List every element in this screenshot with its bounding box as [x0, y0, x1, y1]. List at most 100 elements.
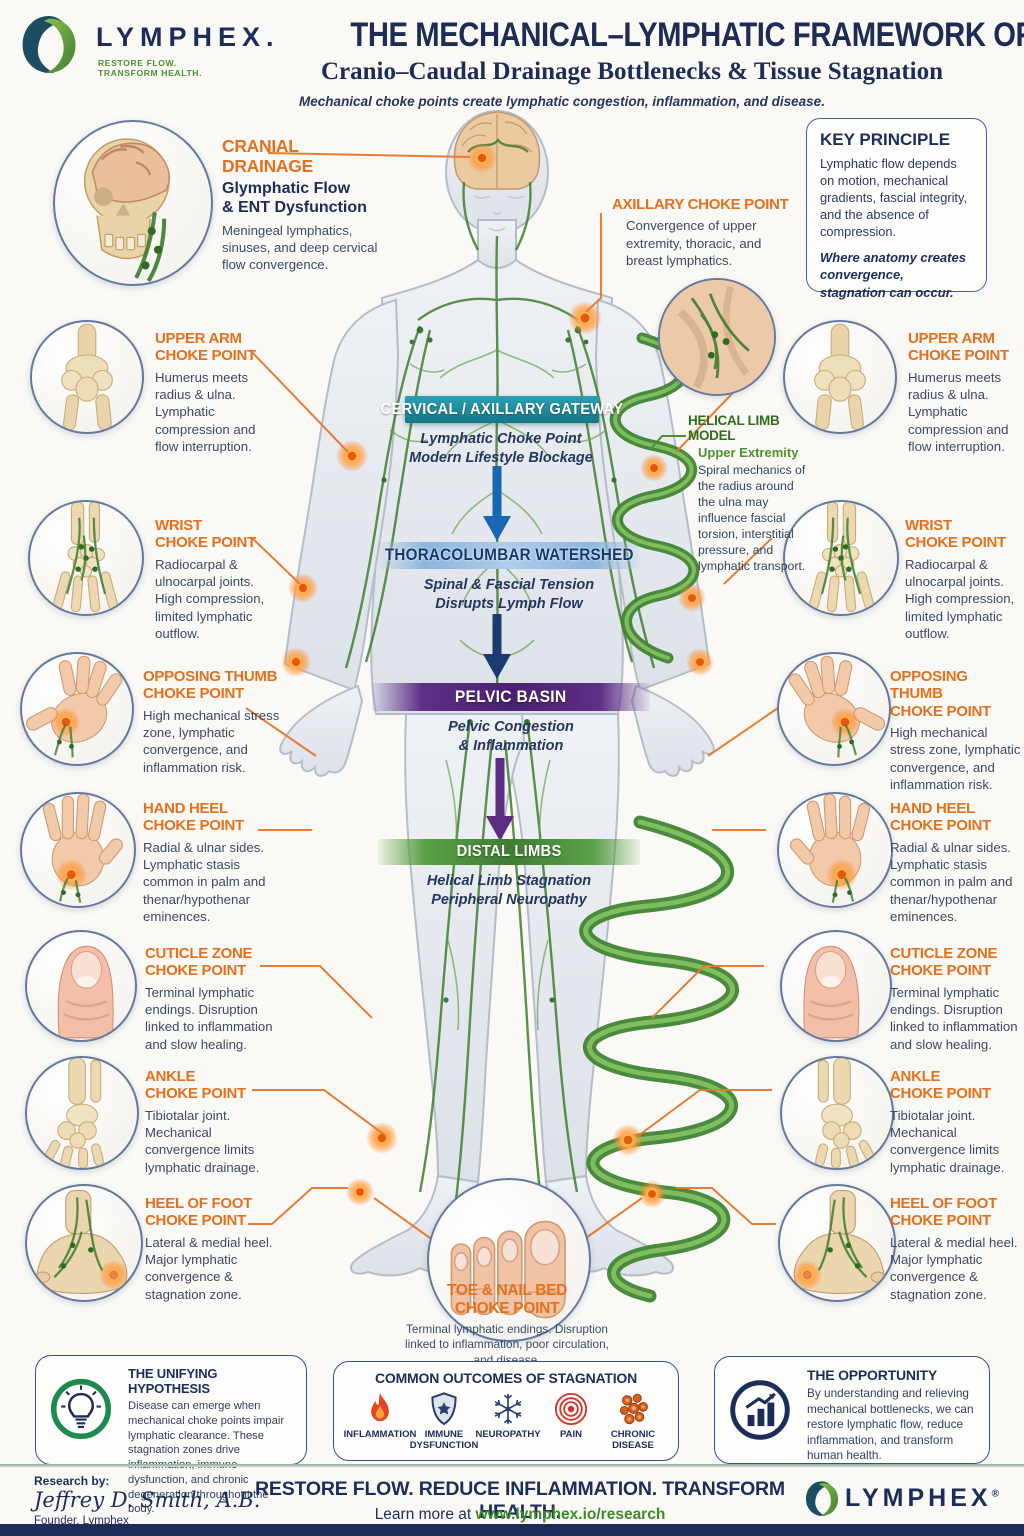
flow-arrow-2	[483, 614, 511, 679]
callout-hand-heel-right: HAND HEEL CHOKE POINT Radial & ulnar sid…	[890, 800, 1024, 926]
upper-arm-thumbnail-left	[30, 320, 144, 434]
banner-label: THORACOLUMBAR WATERSHED	[384, 546, 634, 564]
ankle-thumbnail-right	[780, 1056, 894, 1170]
callout-title: HEEL OF FOOT CHOKE POINT	[145, 1195, 252, 1230]
callout-title: TOE & NAIL BED CHOKE POINT	[446, 1282, 568, 1317]
callout-heel-left: HEEL OF FOOT CHOKE POINT Lateral & media…	[145, 1195, 285, 1303]
callout-wrist-left: WRIST CHOKE POINT Radiocarpal & ulnocarp…	[155, 517, 277, 643]
toe-thumbnail	[427, 1178, 591, 1342]
ankle-bones-icon	[782, 1058, 892, 1168]
outcome-neuropathy: NEUROPATHY	[475, 1391, 541, 1452]
flow-arrow-1	[483, 466, 511, 541]
callout-body: Radiocarpal & ulnocarpal joints. High co…	[155, 556, 265, 642]
armpit-lymph-icon	[660, 280, 774, 394]
callout-title: WRIST CHOKE POINT	[905, 517, 1006, 552]
banner-pelvic-basin: PELVIC BASIN	[372, 683, 650, 711]
heel-foot-icon	[780, 1186, 894, 1300]
flow-arrow-3	[486, 758, 514, 841]
callout-body: Convergence of upper extremity, thoracic…	[626, 218, 762, 269]
thumb-hand-icon	[22, 654, 132, 764]
callout-ankle-left: ANKLE CHOKE POINT Tibiotalar joint. Mech…	[145, 1068, 273, 1176]
thumb-hand-icon	[779, 654, 889, 764]
leader-lines	[245, 152, 779, 1239]
callout-body: High mechanical stress zone, lymphatic c…	[143, 707, 280, 775]
banner-distal-subtext: Helical Limb Stagnation Peripheral Neuro…	[426, 873, 592, 909]
callout-title: ANKLE CHOKE POINT	[145, 1068, 246, 1103]
banner-distal-limbs: DISTAL LIMBS	[378, 839, 640, 865]
callout-thumb-left: OPPOSING THUMB CHOKE POINT High mechanic…	[143, 668, 281, 776]
callout-body: Radiocarpal & ulnocarpal joints. High co…	[905, 556, 1015, 642]
callout-title: OPPOSING THUMB CHOKE POINT	[143, 668, 278, 703]
callout-body: Tibiotalar joint. Mechanical convergence…	[145, 1107, 260, 1175]
wrist-thumbnail-right	[783, 500, 899, 616]
callout-title: UPPER ARM CHOKE POINT	[908, 330, 1009, 365]
wrist-bones-icon	[30, 502, 142, 614]
callout-body: Humerus meets radius & ulna. Lymphatic c…	[155, 369, 256, 455]
callout-heel-right: HEEL OF FOOT CHOKE POINT Lateral & media…	[890, 1195, 1024, 1303]
page-title: THE MECHANICAL–LYMPHATIC FRAMEWORK OF HU…	[350, 16, 1024, 54]
callout-body: Radial & ulnar sides. Lymphatic stasis c…	[143, 839, 266, 925]
outcome-immune-dysfunction: IMMUNE DYSFUNCTION	[410, 1391, 478, 1452]
outcomes-title: COMMON OUTCOMES OF STAGNATION	[375, 1370, 637, 1386]
key-principle-emphasis: Where anatomy creates convergence, stagn…	[820, 250, 966, 300]
lymphex-logo-icon	[806, 1481, 839, 1517]
upper-arm-thumbnail-right	[783, 320, 897, 434]
callout-body: Terminal lymphatic endings. Disruption l…	[145, 984, 273, 1052]
hand-heel-thumbnail-left	[20, 792, 136, 908]
banner-cervical-subtext: Lymphatic Choke Point Modern Lifestyle B…	[409, 431, 593, 467]
callout-body: Lateral & medial heel. Major lymphatic c…	[890, 1234, 1018, 1302]
callout-hand-heel-left: HAND HEEL CHOKE POINT Radial & ulnar sid…	[143, 800, 287, 926]
callout-thumb-right: OPPOSING THUMB CHOKE POINT High mechanic…	[890, 668, 1024, 793]
hypothesis-body: Disease can emerge when mechanical choke…	[128, 1400, 285, 1516]
lymphex-logo-icon	[22, 15, 76, 74]
research-link[interactable]: www.lymphex.io/research	[475, 1506, 666, 1523]
opportunity-title: THE OPPORTUNITY	[807, 1367, 938, 1383]
banner-cervical-axillary-gateway: CERVICAL / AXILLARY GATEWAY	[381, 396, 623, 423]
opportunity-box: THE OPPORTUNITY By understanding and rel…	[714, 1356, 990, 1464]
callout-upper-arm-left: UPPER ARM CHOKE POINT Humerus meets radi…	[155, 330, 267, 456]
callout-helical: HELICAL LIMB MODEL Upper Extremity Spira…	[688, 413, 813, 575]
callout-title: ANKLE CHOKE POINT	[890, 1068, 991, 1103]
banner-label: PELVIC BASIN	[455, 687, 567, 706]
callout-title: WRIST CHOKE POINT	[155, 517, 256, 552]
page-subtitle: Cranio–Caudal Drainage Bottlenecks & Tis…	[320, 58, 944, 85]
key-principle-title: KEY PRINCIPLE	[820, 130, 951, 149]
callout-title: HEEL OF FOOT CHOKE POINT	[890, 1195, 997, 1230]
page-tagline: Mechanical choke points create lymphatic…	[299, 94, 825, 109]
callout-body: Radial & ulnar sides. Lymphatic stasis c…	[890, 839, 1013, 925]
key-principle-body: Lymphatic flow depends on motion, mechan…	[820, 156, 967, 240]
callout-toe: TOE & NAIL BED CHOKE POINT Terminal lymp…	[397, 1282, 617, 1368]
heel-thumbnail-right	[778, 1184, 896, 1302]
footer-brand: LYMPHEX®	[845, 1484, 1003, 1512]
cuticle-thumbnail-left	[25, 930, 137, 1042]
researcher-name: Jeffrey D. Smith, A.B.	[34, 1488, 261, 1512]
callout-body: Meningeal lymphatics, sinuses, and deep …	[222, 222, 378, 273]
callout-body: Lateral & medial heel. Major lymphatic c…	[145, 1234, 273, 1302]
lightbulb-icon	[50, 1378, 112, 1440]
banner-label: DISTAL LIMBS	[456, 843, 562, 860]
callout-title: HAND HEEL CHOKE POINT	[890, 800, 991, 835]
cuticle-thumbnail-right	[780, 930, 892, 1042]
callout-body: Terminal lymphatic endings. Disruption l…	[890, 984, 1018, 1052]
banner-label: CERVICAL / AXILLARY GATEWAY	[380, 400, 624, 418]
callout-subtitle: Upper Extremity	[698, 445, 799, 460]
learn-more-prefix: Learn more at	[374, 1506, 476, 1523]
callout-cranial: CRANIAL DRAINAGE Glymphatic Flow & ENT D…	[222, 136, 382, 274]
helical-ribbon-arm	[609, 332, 700, 664]
unifying-hypothesis-box: THE UNIFYING HYPOTHESIS Disease can emer…	[35, 1355, 307, 1515]
fingertip-nail-icon	[782, 932, 890, 1040]
ankle-bones-icon	[27, 1058, 137, 1168]
callout-title: HAND HEEL CHOKE POINT	[143, 800, 244, 835]
brand-logo: LYMPHEX. RESTORE FLOW. TRANSFORM HEALTH.	[16, 8, 274, 88]
fingertip-nail-icon	[27, 932, 135, 1040]
shield-icon	[431, 1392, 457, 1426]
hypothesis-title: THE UNIFYING HYPOTHESIS	[128, 1366, 218, 1396]
outcome-chronic-disease: CHRONIC DISEASE	[602, 1391, 664, 1452]
callout-title: UPPER ARM CHOKE POINT	[155, 330, 256, 365]
callout-cuticle-right: CUTICLE ZONE CHOKE POINT Terminal lympha…	[890, 945, 1022, 1053]
callout-title: CUTICLE ZONE CHOKE POINT	[890, 945, 998, 980]
footer-tagline: RESTORE FLOW. REDUCE INFLAMMATION. TRANS…	[255, 1478, 785, 1523]
callout-cuticle-left: CUTICLE ZONE CHOKE POINT Terminal lympha…	[145, 945, 280, 1053]
heel-thumbnail-left	[25, 1184, 143, 1302]
